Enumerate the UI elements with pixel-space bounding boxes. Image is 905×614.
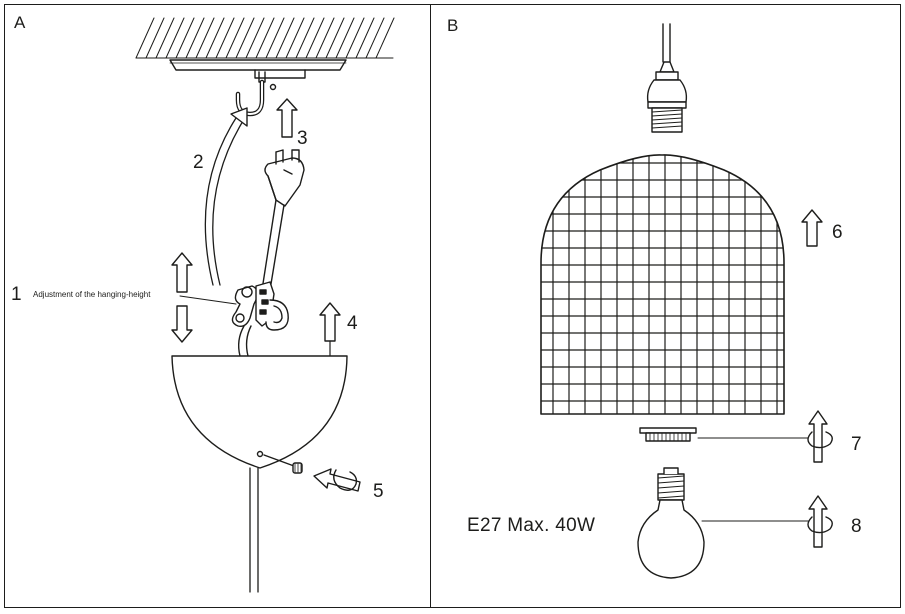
arrow-up-6 — [802, 210, 822, 246]
step-4-label: 4 — [347, 313, 358, 334]
shade-ring — [640, 428, 808, 441]
arrow-up-4 — [320, 303, 340, 341]
step-3-label: 3 — [297, 128, 308, 149]
step-7-label: 7 — [851, 434, 862, 455]
step-5-label: 5 — [373, 481, 384, 502]
adjustment-note: Adjustment of the hanging-height — [33, 290, 151, 299]
arrow-up-adjust — [172, 253, 192, 292]
plug — [262, 150, 304, 290]
lamp-socket — [648, 24, 687, 132]
arrow-rotate-8 — [808, 496, 832, 547]
cord-adjuster — [232, 282, 288, 356]
ceiling-hook — [238, 82, 262, 114]
arrow-curved-2 — [205, 108, 247, 285]
canopy-screw-hole — [258, 452, 263, 457]
note-leader — [180, 296, 236, 304]
bulb-spec: E27 Max. 40W — [467, 515, 596, 536]
grid-shade — [530, 150, 800, 420]
arrow-rotate-7 — [808, 411, 832, 462]
panel-a-letter: A — [14, 13, 26, 32]
ceiling-plate — [170, 60, 346, 90]
light-bulb — [638, 468, 808, 578]
step-2-label: 2 — [193, 152, 204, 173]
ceiling-hatch — [136, 18, 394, 58]
canopy-dome — [172, 356, 347, 468]
step-8-label: 8 — [851, 516, 862, 537]
step-1-label: 1 — [11, 284, 22, 305]
arrow-down-adjust — [172, 306, 192, 342]
step-6-label: 6 — [832, 222, 843, 243]
suspension-cable — [250, 468, 258, 592]
set-screw — [264, 455, 302, 473]
arrow-up-3 — [277, 99, 297, 137]
panel-b-letter: B — [447, 16, 459, 35]
panel-b — [430, 4, 901, 608]
arrow-rotate-5 — [314, 469, 360, 491]
